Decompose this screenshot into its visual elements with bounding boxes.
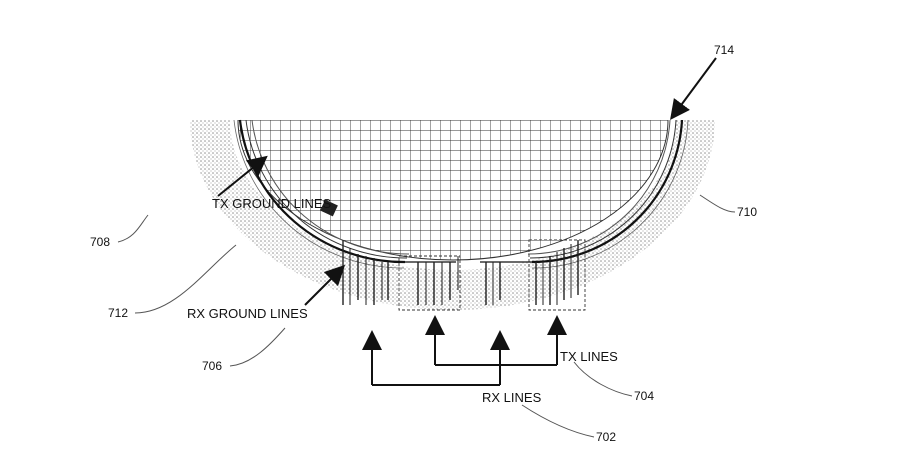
connector-lines-right (485, 240, 579, 305)
ref-704: 704 (634, 389, 654, 403)
ground-line-traces (233, 119, 689, 269)
reference-leader-lines (117, 194, 736, 438)
ref-714: 714 (714, 43, 734, 57)
tx-ground-lines-arrow (217, 155, 268, 197)
rx-ground-lines-arrow (304, 264, 346, 306)
ref-710: 710 (737, 205, 757, 219)
ref-706: 706 (202, 359, 222, 373)
tx-lines-label: TX LINES (560, 349, 618, 364)
ref-714-arrow (670, 57, 717, 121)
ref-708: 708 (90, 235, 110, 249)
rx-ground-lines-label: RX GROUND LINES (187, 306, 308, 321)
tx-ground-lines-label: TX GROUND LINES (212, 196, 332, 211)
tx-lines-arrows (425, 315, 567, 366)
rx-lines-arrows (362, 330, 510, 386)
ref-712: 712 (108, 306, 128, 320)
sensor-component-block (320, 199, 338, 217)
tx-line-group-box-left (398, 255, 461, 311)
connector-lines-left (342, 240, 459, 305)
ref-702: 702 (596, 430, 616, 444)
tx-line-group-box-right (528, 239, 586, 311)
rx-lines-label: RX LINES (482, 390, 542, 405)
